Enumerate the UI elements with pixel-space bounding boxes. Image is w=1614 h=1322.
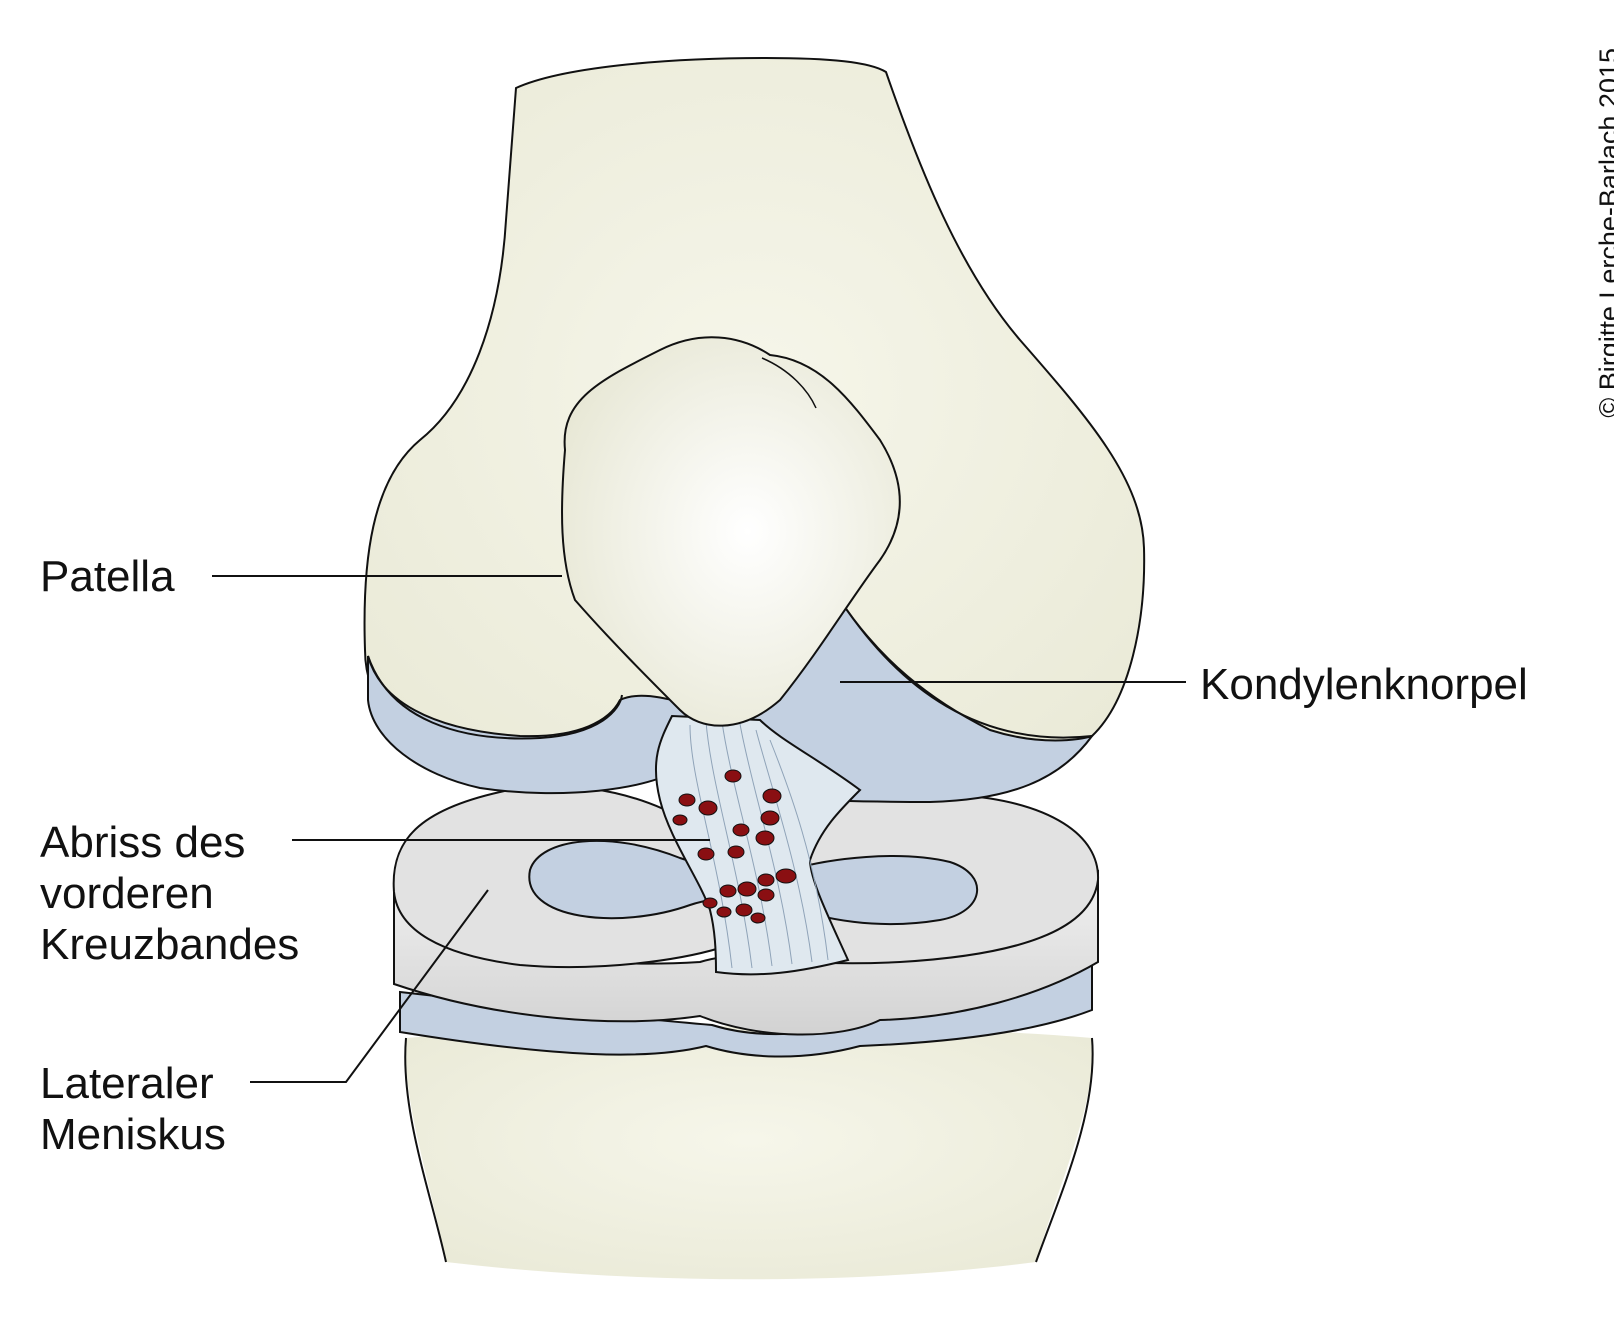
label-acl-tear-line1: Abriss des xyxy=(40,818,246,867)
bleeding-spots xyxy=(672,769,797,924)
acl-ligament xyxy=(654,714,862,976)
condyle-bone-edge-right xyxy=(839,599,1093,739)
label-patella: Patella xyxy=(40,552,175,601)
label-acl-tear-line3: Kreuzbandes xyxy=(40,920,300,969)
condyle-cartilage xyxy=(367,598,1095,804)
patella-ridge xyxy=(761,357,817,409)
patella-bone xyxy=(561,336,901,727)
label-meniscus-line1: Lateraler xyxy=(40,1059,214,1108)
tibia-outline-right xyxy=(1035,1037,1094,1263)
tibia-outline-left xyxy=(404,1037,447,1263)
copyright-notice: © Birgitte Lerche-Barlach 2015 xyxy=(1594,48,1614,418)
tibia-bone xyxy=(405,1026,1093,1280)
label-acl-tear-line2: vorderen xyxy=(40,869,214,918)
tibial-cartilage xyxy=(399,950,1093,1058)
condyle-bone-edge-left xyxy=(367,655,623,740)
leader-meniskus xyxy=(250,889,489,1083)
label-meniscus-line2: Meniskus xyxy=(40,1110,226,1159)
label-kondylenknorpel: Kondylenknorpel xyxy=(1200,660,1528,709)
meniscus-rim xyxy=(393,869,1099,1036)
